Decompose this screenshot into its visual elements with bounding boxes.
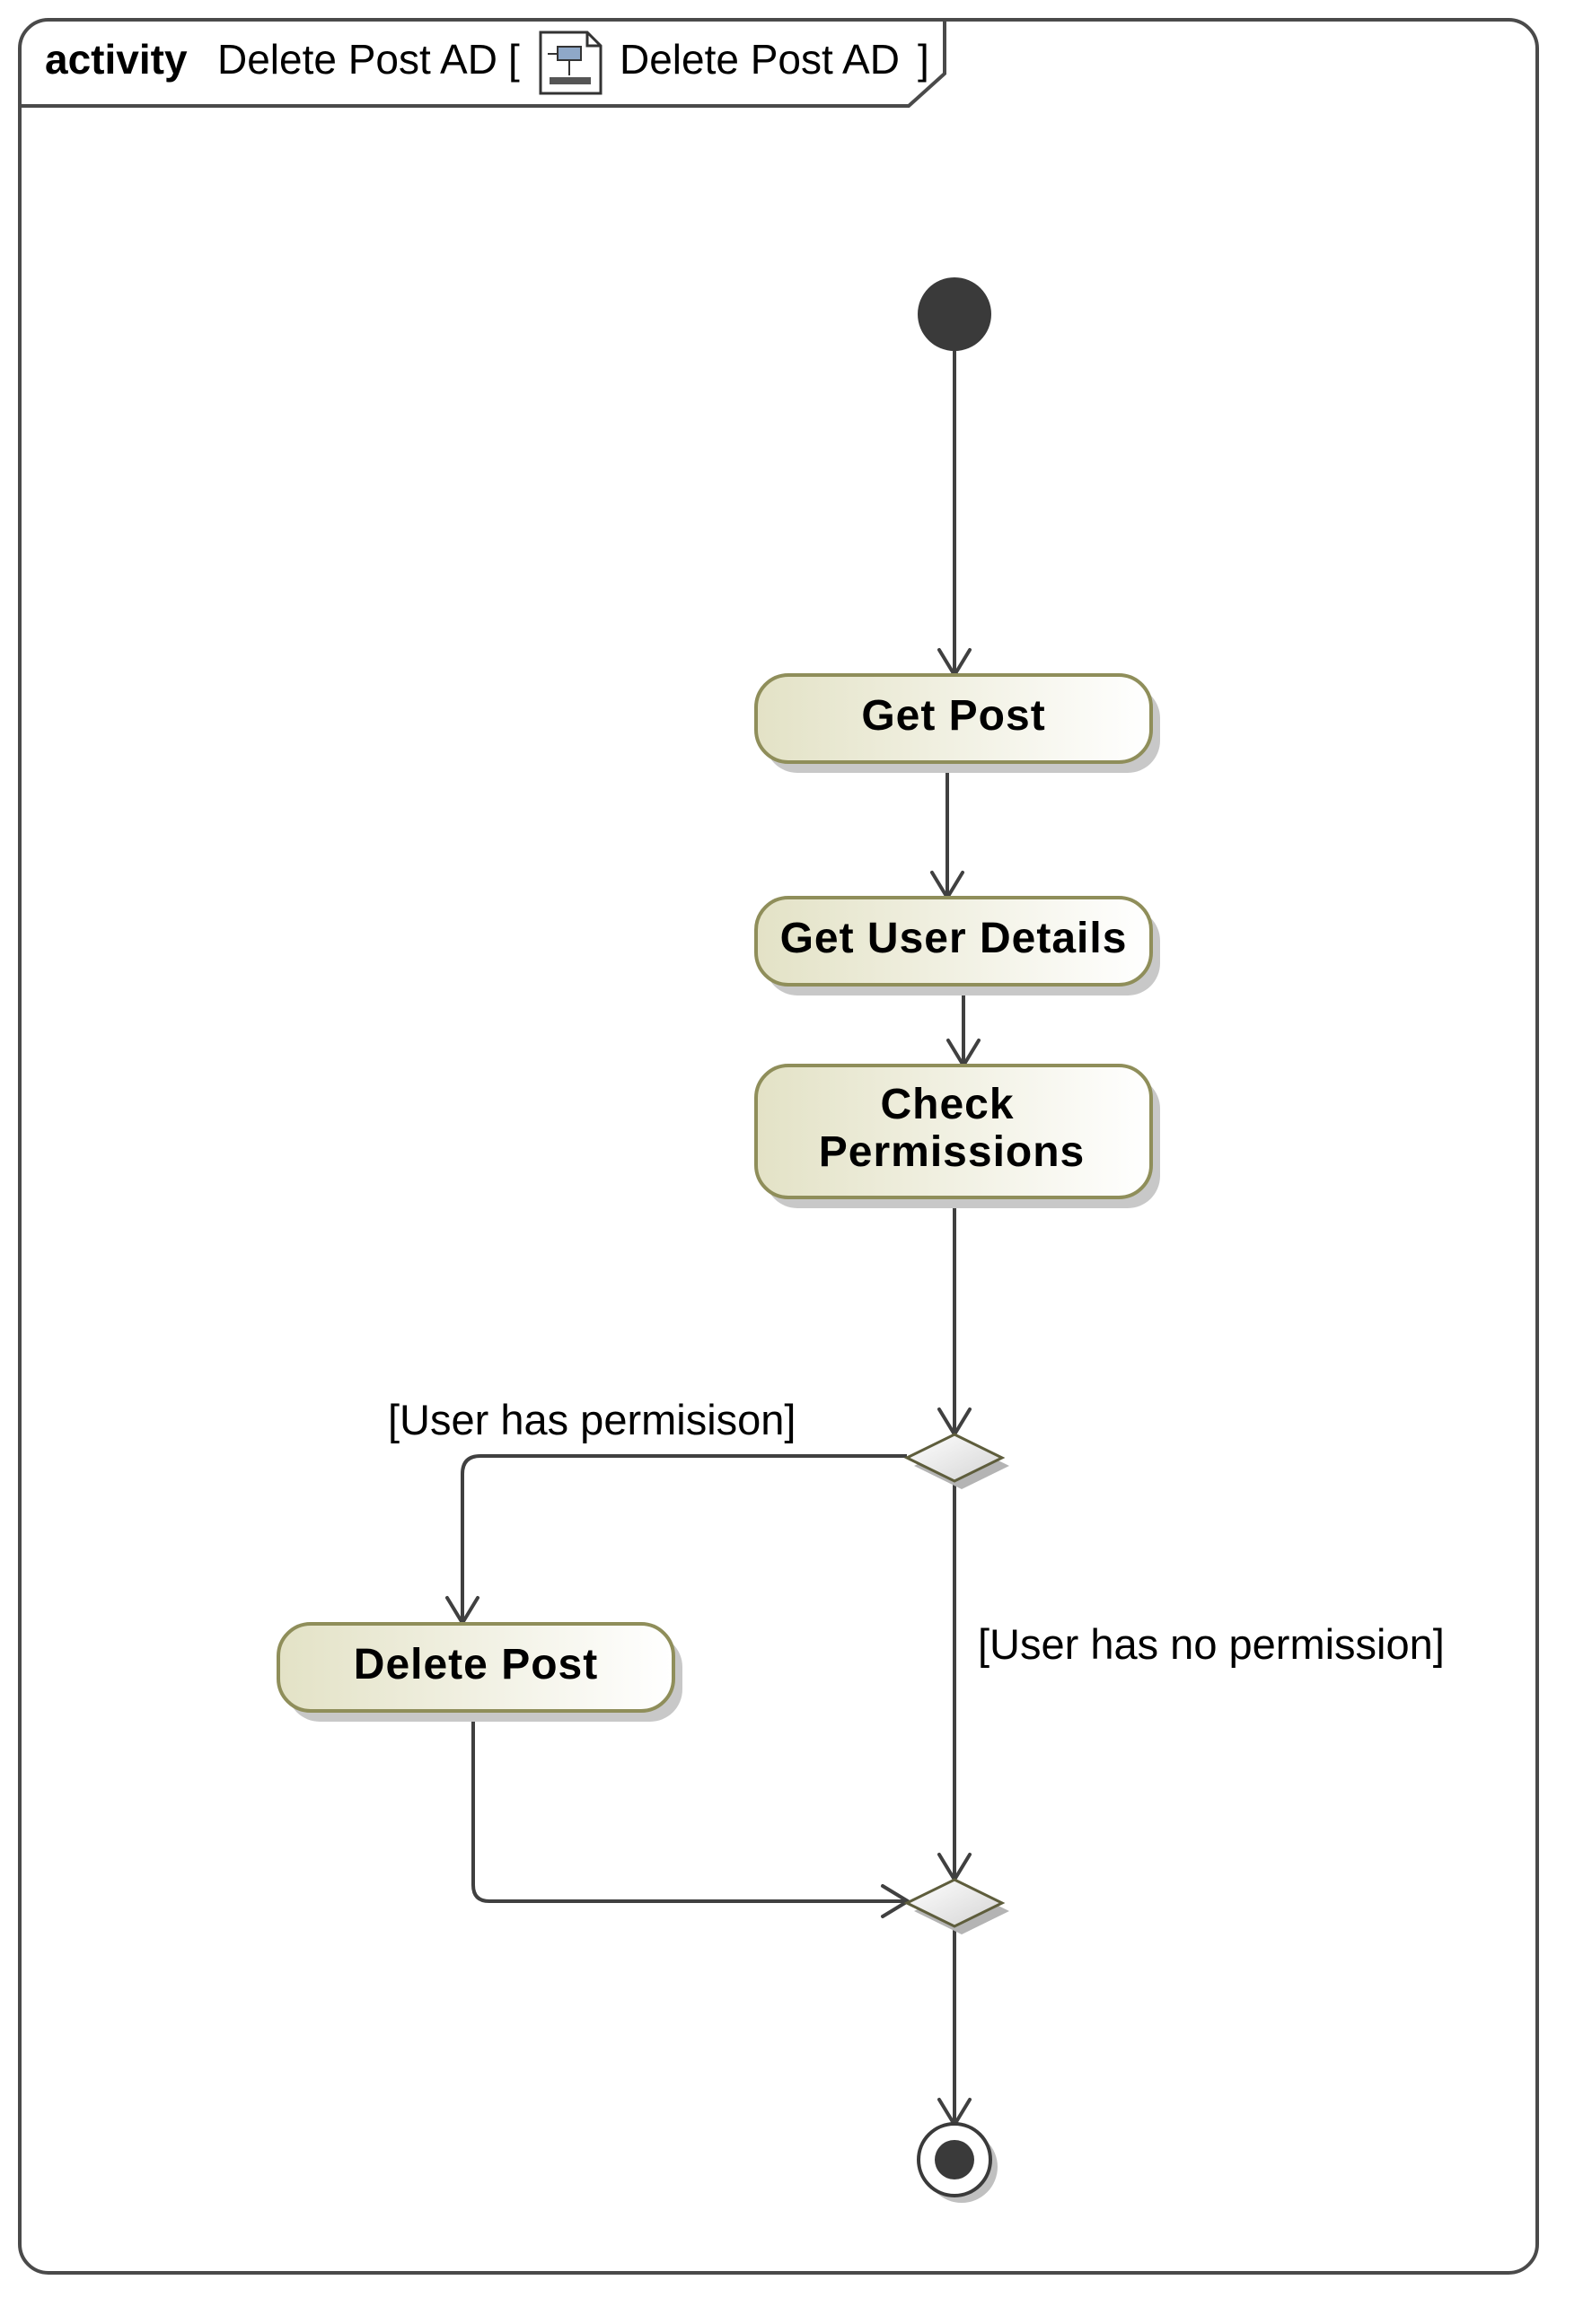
action-label-line2: Permissions: [819, 1128, 1085, 1176]
flow-decision-to-delete-post: [461, 1454, 907, 1623]
activity-diagram-icon: [539, 31, 602, 95]
guard-no-permission: [User has no permission]: [978, 1620, 1445, 1668]
action-label: Get User Details: [780, 915, 1128, 962]
frame-bracket-close: ]: [918, 36, 929, 83]
frame-keyword: activity: [45, 36, 188, 83]
action-get-post[interactable]: Get Post: [754, 673, 1160, 773]
merge-node[interactable]: [903, 1878, 1009, 1934]
action-label: Get Post: [861, 692, 1045, 740]
frame-header: activity Delete Post AD [ Delete Post AD…: [45, 31, 929, 95]
activity-final-node[interactable]: [917, 2122, 998, 2203]
action-delete-post[interactable]: Delete Post: [277, 1622, 682, 1722]
frame-bracket-open: [: [508, 36, 520, 83]
action-check-permissions[interactable]: Check Permissions: [754, 1064, 1160, 1208]
initial-node[interactable]: [918, 277, 991, 351]
action-get-user-details[interactable]: Get User Details: [754, 896, 1160, 995]
guard-has-permission: [User has permisison]: [388, 1396, 796, 1443]
frame-diagram-ref: Delete Post AD: [620, 36, 900, 83]
action-label-line1: Check: [880, 1081, 1014, 1128]
action-label: Delete Post: [354, 1641, 598, 1688]
flow-delete-post-to-merge: [471, 1712, 908, 1903]
frame-name: Delete Post AD: [217, 36, 497, 83]
decision-node[interactable]: [903, 1433, 1009, 1489]
